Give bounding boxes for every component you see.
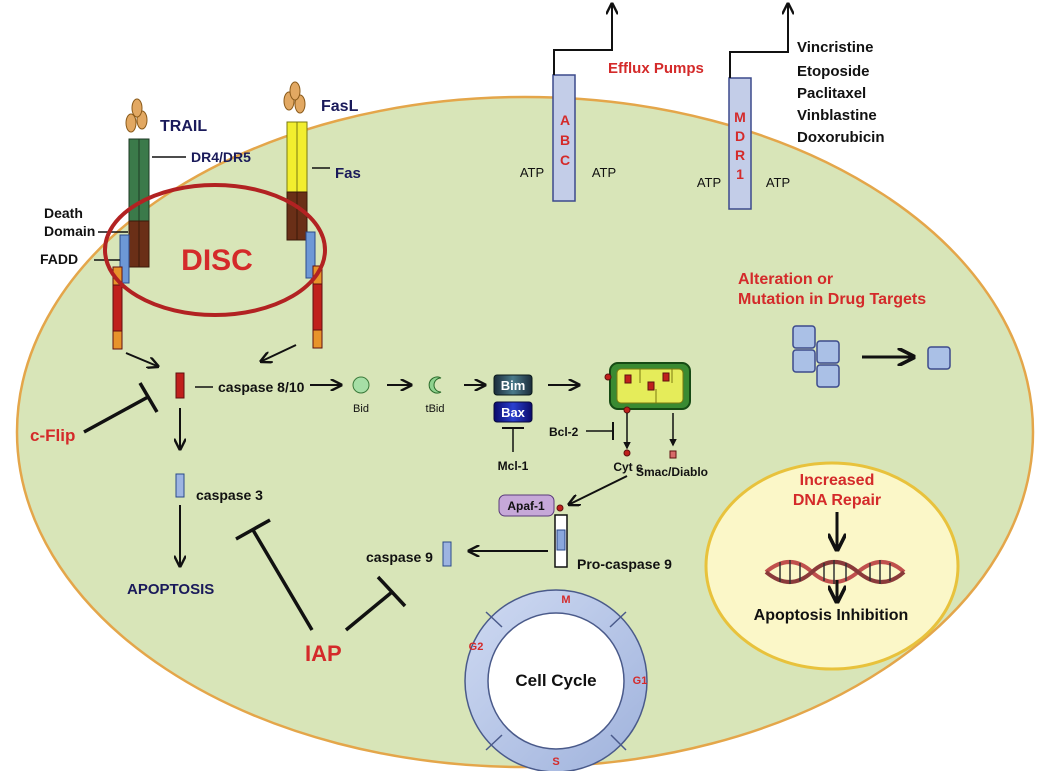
fas-receptor bbox=[286, 121, 308, 241]
atp-label-2: ATP bbox=[592, 165, 616, 180]
apoptosis-inhibition-label: Apoptosis Inhibition bbox=[754, 607, 909, 624]
bid-label: Bid bbox=[353, 403, 369, 415]
caspase-8-10-label: caspase 8/10 bbox=[218, 379, 305, 395]
smac-diablo-label: Smac/Diablo bbox=[636, 465, 708, 479]
abc-letter-c: C bbox=[560, 152, 570, 168]
abc-letter-a: A bbox=[560, 112, 570, 128]
fadd-fas bbox=[305, 231, 316, 279]
death-domain-label-1: Death bbox=[44, 205, 83, 221]
cyt-c-label: Cyt c bbox=[613, 460, 643, 474]
fasl-ligand bbox=[283, 81, 306, 114]
altered-target-icon bbox=[927, 346, 951, 370]
phase-m-label: M bbox=[561, 594, 570, 606]
bim-label: Bim bbox=[501, 378, 526, 393]
abc-letter-b: B bbox=[560, 132, 570, 148]
fas-label: Fas bbox=[335, 165, 361, 182]
drug-list: Vincristine Etoposide Paclitaxel Vinblas… bbox=[797, 39, 885, 146]
drug-vincristine: Vincristine bbox=[797, 39, 873, 56]
bim-box bbox=[493, 374, 533, 396]
caspase-3-block bbox=[175, 473, 185, 498]
phase-g2-label: G2 bbox=[469, 641, 484, 653]
increased-label-1: Increased bbox=[800, 472, 875, 489]
increased-label-2: DNA Repair bbox=[793, 492, 881, 509]
drug-vinblastine: Vinblastine bbox=[797, 107, 877, 124]
apoptosis-label: APOPTOSIS bbox=[127, 581, 214, 598]
drug-paclitaxel: Paclitaxel bbox=[797, 85, 866, 102]
disc-label: DISC bbox=[181, 244, 253, 277]
tbid-icon bbox=[428, 376, 442, 394]
smac-diablo-block bbox=[669, 450, 677, 459]
bid-icon bbox=[352, 376, 370, 394]
mdr1-letter-r: R bbox=[735, 147, 745, 163]
mdr1-letter-1: 1 bbox=[736, 166, 744, 182]
procaspase-9-label: Pro-caspase 9 bbox=[577, 556, 672, 572]
drug-doxorubicin: Doxorubicin bbox=[797, 129, 885, 146]
cyt-c-dot bbox=[623, 449, 631, 457]
disc-ring bbox=[103, 183, 327, 317]
death-domain-label-2: Domain bbox=[44, 223, 95, 239]
fadd-trail bbox=[119, 234, 130, 284]
bcl2-label: Bcl-2 bbox=[549, 425, 579, 439]
dna-helix bbox=[764, 560, 906, 584]
drug-etoposide: Etoposide bbox=[797, 63, 870, 80]
mdr1-pump: M D R 1 ATP ATP bbox=[697, 5, 790, 210]
apaf1-label: Apaf-1 bbox=[507, 499, 545, 513]
fasl-label: FasL bbox=[321, 98, 359, 115]
atp-label-4: ATP bbox=[766, 175, 790, 190]
dna-repair-oval bbox=[704, 461, 960, 671]
apaf1-cytc-dot bbox=[556, 504, 564, 512]
trail-label: TRAIL bbox=[160, 118, 207, 135]
efflux-pumps-label: Efflux Pumps bbox=[608, 60, 704, 77]
caspase-9-label: caspase 9 bbox=[366, 549, 433, 565]
mitochondrion bbox=[604, 362, 691, 414]
caspase-3-label: caspase 3 bbox=[196, 487, 263, 503]
fadd-label: FADD bbox=[40, 251, 78, 267]
abc-pump: A B C ATP ATP bbox=[520, 5, 616, 202]
dr4dr5-label: DR4/DR5 bbox=[191, 149, 251, 165]
alteration-label-1: Alteration or bbox=[738, 271, 833, 288]
apaf1-box bbox=[498, 494, 555, 517]
alteration-label-2: Mutation in Drug Targets bbox=[738, 291, 926, 308]
caspase-8-10-block bbox=[175, 372, 185, 399]
bax-box bbox=[493, 401, 533, 423]
dr4-dr5-receptor bbox=[128, 138, 150, 268]
phase-g1-label: G1 bbox=[633, 675, 648, 687]
atp-label-1: ATP bbox=[520, 165, 544, 180]
caspase-9-block bbox=[442, 541, 452, 567]
mcl1-label: Mcl-1 bbox=[498, 459, 529, 473]
cell-cycle-label: Cell Cycle bbox=[515, 671, 596, 690]
cell-cycle-ring bbox=[464, 589, 648, 771]
atp-label-3: ATP bbox=[697, 175, 721, 190]
iap-label: IAP bbox=[305, 641, 342, 666]
drug-target-cluster bbox=[792, 325, 840, 388]
bax-label: Bax bbox=[501, 405, 526, 420]
tbid-label: tBid bbox=[426, 403, 445, 415]
procaspase-9-block bbox=[554, 514, 568, 568]
mdr1-letter-m: M bbox=[734, 109, 746, 125]
mdr1-letter-d: D bbox=[735, 128, 745, 144]
trail-ligand bbox=[125, 98, 148, 133]
phase-s-label: S bbox=[552, 756, 559, 768]
c-flip-label: c-Flip bbox=[30, 426, 75, 445]
